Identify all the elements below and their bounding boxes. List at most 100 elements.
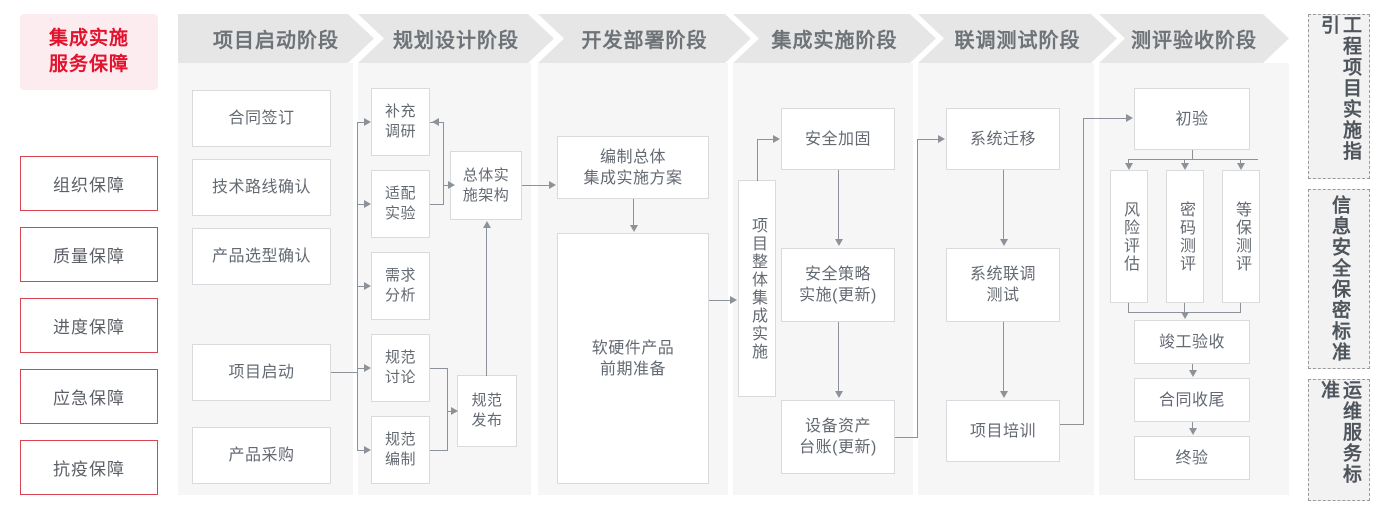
node-security-hardening[interactable]: 安全加固 xyxy=(781,108,895,170)
node-label: 分析 xyxy=(384,287,416,304)
node-label: 产品选型确认 xyxy=(211,248,311,265)
node-completion-acceptance[interactable]: 竣工验收 xyxy=(1134,320,1250,364)
node-label: 适配 xyxy=(384,185,416,202)
connector-adapt-right xyxy=(430,204,444,206)
node-label: 竣工验收 xyxy=(1158,333,1225,351)
connector-policy-to-asset xyxy=(838,322,840,392)
rail-item-schedule[interactable]: 进度保障 xyxy=(20,298,158,353)
phase-header-p1[interactable]: 项目启动阶段 xyxy=(178,14,374,63)
rail-item-label: 进度保障 xyxy=(53,318,125,337)
rail-item-emergency[interactable]: 应急保障 xyxy=(20,369,158,424)
connector-spine-to-specwrite xyxy=(357,450,365,452)
connector-training-riser xyxy=(1083,118,1085,425)
standard-card-infosec[interactable]: 信息安全保密标准 xyxy=(1308,189,1370,369)
standard-card-ops[interactable]: 运维服务标准 xyxy=(1308,379,1370,501)
phase-header-p3[interactable]: 开发部署阶段 xyxy=(538,14,751,63)
node-label: 系统联调 xyxy=(969,266,1036,283)
node-label: 等保测评 xyxy=(1233,200,1250,273)
node-project-training[interactable]: 项目培训 xyxy=(946,400,1060,462)
phase-header-label: 开发部署阶段 xyxy=(581,30,708,52)
connector-asset-riser xyxy=(917,139,919,438)
connector-spine-to-adapt xyxy=(357,204,365,206)
connector-crypto-down xyxy=(1184,303,1186,314)
node-label: 编制总体 xyxy=(599,148,666,166)
arrow-right-icon xyxy=(364,118,371,126)
node-label: 产品采购 xyxy=(228,447,295,464)
node-requirement-analysis[interactable]: 需求分析 xyxy=(371,252,430,320)
phase-header-p2[interactable]: 规划设计阶段 xyxy=(358,14,554,63)
node-supplementary-survey[interactable]: 补充调研 xyxy=(371,88,430,156)
arrow-left-icon xyxy=(432,118,439,126)
connector-grade-down xyxy=(1240,303,1242,313)
node-label: 合同收尾 xyxy=(1158,391,1225,409)
arrow-right-icon xyxy=(549,181,556,189)
node-label: 技术路线确认 xyxy=(211,179,311,196)
node-tech-route-confirm[interactable]: 技术路线确认 xyxy=(192,159,331,216)
node-label: 需求 xyxy=(384,267,416,284)
node-hw-sw-preparation[interactable]: 软硬件产品前期准备 xyxy=(557,233,709,484)
connector-eval-bus xyxy=(1128,159,1258,161)
phase-header-p5[interactable]: 联调测试阶段 xyxy=(918,14,1117,63)
connector-spine-to-survey xyxy=(357,122,365,124)
node-system-joint-test[interactable]: 系统联调测试 xyxy=(946,248,1060,322)
node-adaptation-test[interactable]: 适配实验 xyxy=(371,170,430,238)
connector-closeout-to-final xyxy=(1192,422,1194,429)
node-contract-closeout[interactable]: 合同收尾 xyxy=(1134,378,1250,422)
node-system-migration[interactable]: 系统迁移 xyxy=(946,108,1060,170)
node-spec-publish[interactable]: 规范发布 xyxy=(457,375,517,447)
node-asset-ledger[interactable]: 设备资产台账(更新) xyxy=(781,400,895,474)
node-label: 系统迁移 xyxy=(969,130,1036,148)
rail-item-epidemic[interactable]: 抗疫保障 xyxy=(20,440,158,495)
node-product-purchase[interactable]: 产品采购 xyxy=(192,427,331,484)
node-crypto-evaluation[interactable]: 密码测评 xyxy=(1166,170,1204,303)
node-spec-drafting[interactable]: 规范编制 xyxy=(371,416,430,484)
phase-header-p6[interactable]: 测评验收阶段 xyxy=(1099,14,1289,63)
node-label: 讨论 xyxy=(384,369,416,386)
node-integration-plan-drafting[interactable]: 编制总体集成实施方案 xyxy=(557,136,709,199)
node-overall-architecture[interactable]: 总体实施架构 xyxy=(450,151,522,220)
arrow-right-icon xyxy=(730,296,737,304)
node-label: 密码测评 xyxy=(1177,200,1194,273)
node-overall-integration[interactable]: 项目整体集成实施 xyxy=(738,180,776,397)
node-label: 补充 xyxy=(384,103,416,120)
node-label: 设备资产 xyxy=(804,418,871,435)
connector-join-to-arch xyxy=(443,185,449,187)
node-spec-discussion[interactable]: 规范讨论 xyxy=(371,334,430,402)
connector-asset-right xyxy=(895,437,918,439)
connector-specdisc-right xyxy=(430,368,448,370)
node-final-acceptance[interactable]: 终验 xyxy=(1134,436,1250,480)
node-label: 软硬件产品 xyxy=(591,339,675,357)
node-grade-evaluation[interactable]: 等保测评 xyxy=(1222,170,1260,303)
connector-training-right xyxy=(1060,424,1084,426)
arrow-up-icon xyxy=(483,221,491,228)
standard-label: 运维服务标准 xyxy=(1318,380,1362,485)
node-risk-assessment[interactable]: 风险评估 xyxy=(1110,170,1148,303)
arrow-down-icon xyxy=(835,239,843,246)
node-label: 规范 xyxy=(384,431,416,448)
node-label: 安全策略 xyxy=(804,266,871,283)
connector-prep-to-overall xyxy=(709,300,731,302)
node-project-kickoff[interactable]: 项目启动 xyxy=(192,344,331,401)
node-security-policy-impl[interactable]: 安全策略实施(更新) xyxy=(781,248,895,322)
arrow-right-icon xyxy=(448,181,455,189)
rail-item-label: 应急保障 xyxy=(53,389,125,408)
node-product-selection[interactable]: 产品选型确认 xyxy=(192,228,331,285)
rail-item-quality[interactable]: 质量保障 xyxy=(20,227,158,282)
phase-header-p4[interactable]: 集成实施阶段 xyxy=(733,14,936,63)
node-label: 发布 xyxy=(471,412,503,429)
node-label: 合同签订 xyxy=(228,110,295,127)
arrow-down-icon xyxy=(835,391,843,398)
rail-item-label: 质量保障 xyxy=(53,247,125,266)
arrow-down-icon xyxy=(1237,163,1245,170)
left-rail-title: 集成实施 服务保障 xyxy=(20,14,158,90)
rail-item-org[interactable]: 组织保障 xyxy=(20,156,158,211)
standard-card-engineering[interactable]: 工程项目实施指引 xyxy=(1308,14,1370,179)
arrow-right-icon xyxy=(938,135,945,143)
connector-migration-to-jointtest xyxy=(1003,170,1005,240)
phase-header-label: 集成实施阶段 xyxy=(771,30,898,52)
node-label: 调研 xyxy=(384,123,416,140)
arrow-right-icon xyxy=(773,135,780,143)
node-contract-signing[interactable]: 合同签订 xyxy=(192,90,331,147)
arrow-right-icon xyxy=(364,446,371,454)
node-initial-acceptance[interactable]: 初验 xyxy=(1134,88,1250,150)
